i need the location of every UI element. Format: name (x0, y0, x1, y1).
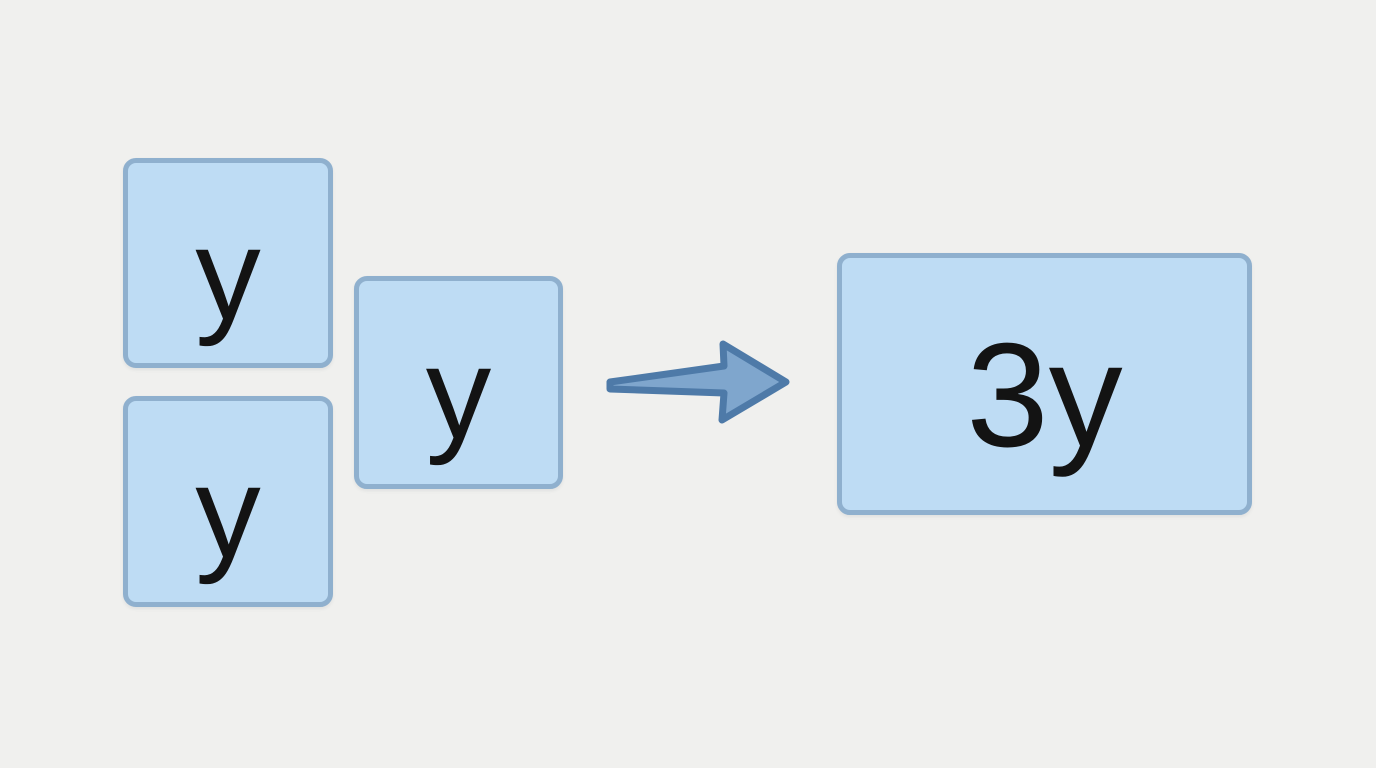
result-label: 3y (966, 313, 1123, 478)
term-label-3: y (425, 319, 492, 466)
term-box-1: y (123, 158, 333, 368)
result-box: 3y (837, 253, 1252, 515)
term-label-2: y (195, 438, 261, 585)
term-label-1: y (195, 199, 261, 347)
term-box-2: y (123, 396, 333, 607)
arrow-right-icon (602, 336, 794, 428)
term-box-3: y (354, 276, 563, 489)
